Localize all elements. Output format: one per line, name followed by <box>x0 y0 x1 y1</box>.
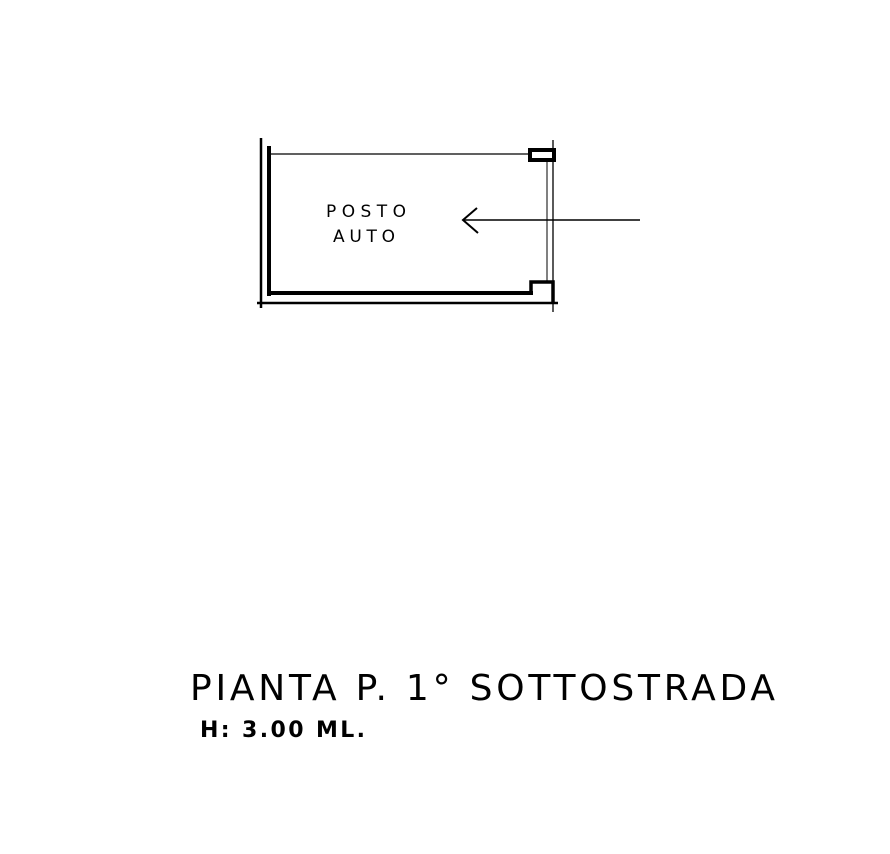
entrance-arrow <box>461 207 640 234</box>
room-label-line1: POSTO <box>326 202 406 222</box>
bottom-right-pillar <box>529 280 555 303</box>
parking-space-walls <box>257 138 558 312</box>
height-note: H: 3.00 ML. <box>200 718 365 743</box>
plan-title: PIANTA P. 1° SOTTOSTRADA <box>190 668 775 709</box>
top-right-pillar <box>528 148 556 162</box>
room-label-line2: AUTO <box>333 227 395 247</box>
